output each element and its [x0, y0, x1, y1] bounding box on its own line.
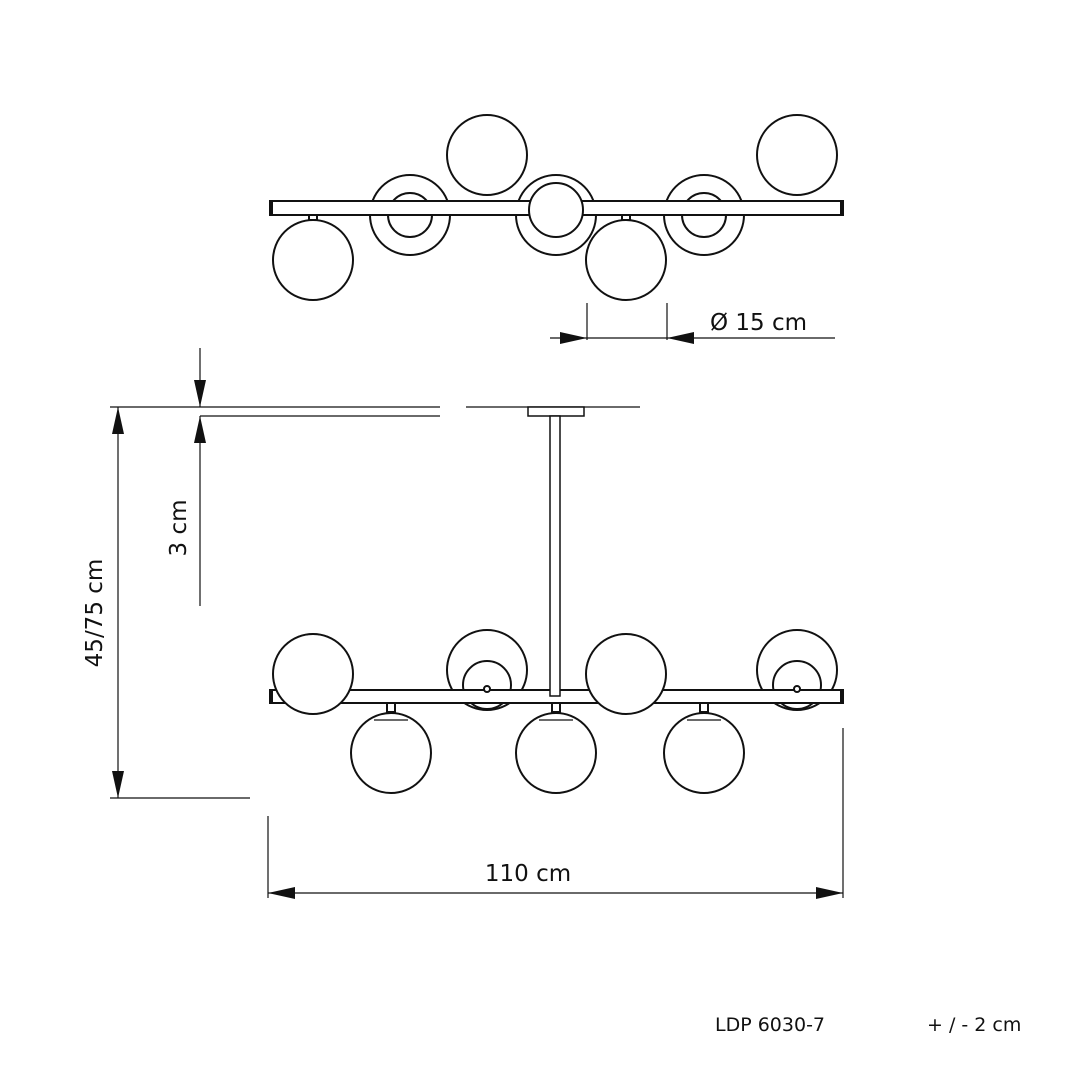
width-dimension: 110 cm [267, 728, 844, 899]
stem [549, 415, 561, 697]
canopy [527, 406, 585, 417]
canopy-dimension: 3 cm [166, 348, 206, 606]
globe [446, 114, 528, 196]
diameter-label: Ø 15 cm [710, 310, 807, 336]
top-view: Ø 15 cm [269, 114, 844, 344]
arrow-icon [667, 332, 694, 344]
height-dimension: 45/75 cm [82, 406, 250, 799]
globe [663, 712, 745, 794]
tolerance-note: + / - 2 cm [927, 1014, 1022, 1036]
globe [585, 219, 667, 301]
globe [350, 712, 432, 794]
globe [272, 633, 354, 715]
globe [515, 712, 597, 794]
front-view [200, 406, 844, 794]
model-number: LDP 6030-7 [715, 1014, 826, 1036]
globe [272, 219, 354, 301]
globe-center [528, 182, 584, 238]
height-label: 45/75 cm [82, 559, 108, 668]
globe [756, 114, 838, 196]
width-label: 110 cm [485, 861, 571, 887]
arrow-icon [560, 332, 587, 344]
globe [585, 633, 667, 715]
canopy-label: 3 cm [166, 500, 192, 557]
